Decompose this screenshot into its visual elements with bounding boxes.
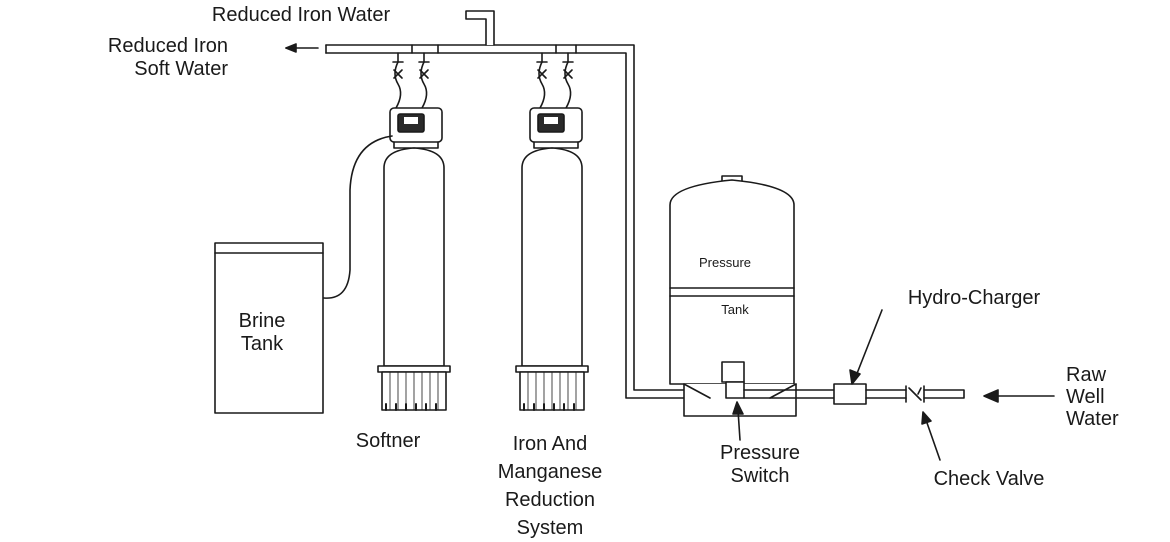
reduced-iron-soft-water-label: Reduced Iron Soft Water	[107, 35, 228, 80]
soft-water-outlet-arrow	[285, 43, 319, 53]
pressure-tank-label-top: Pressure	[698, 255, 752, 270]
pressure-switch-label: Pressure Switch	[719, 442, 801, 487]
check-valve-pointer-head	[921, 411, 932, 425]
hydro-charger-label: Hydro-Charger	[907, 287, 1041, 309]
softener-control-head	[389, 107, 443, 149]
iron-system-tank	[515, 147, 589, 411]
hydro-charger-pointer	[855, 309, 883, 377]
raw-well-water-label: Raw Well Water	[1066, 364, 1119, 430]
pressure-switch-pointer-head	[732, 401, 744, 415]
hydro-charger-pointer-head	[849, 369, 861, 385]
pressure-tank	[669, 175, 797, 417]
top-pipe	[325, 44, 706, 399]
supply-line	[743, 383, 965, 405]
brine-tank-label: Brine Tank	[238, 310, 286, 355]
brine-line	[323, 135, 393, 299]
check-valve-label: Check Valve	[933, 468, 1045, 490]
pressure-switch-pointer	[737, 409, 741, 441]
softener-valve-piping	[392, 44, 439, 109]
iron-system-valve-piping	[536, 44, 577, 109]
check-valve-pointer	[925, 419, 941, 461]
iron-manganese-system-label: Iron And Manganese Reduction System	[497, 433, 603, 539]
iron-system-control-head	[529, 107, 583, 149]
reduced-iron-water-label: Reduced Iron Water	[211, 4, 391, 26]
softener-tank	[377, 147, 451, 411]
softner-label: Softner	[355, 430, 421, 452]
pressure-switch	[721, 361, 745, 399]
pressure-tank-label-bottom: Tank	[721, 302, 749, 317]
raw-water-arrowhead	[983, 389, 999, 403]
brine-tank	[214, 242, 324, 414]
reduced-iron-water-outlet	[465, 10, 495, 46]
